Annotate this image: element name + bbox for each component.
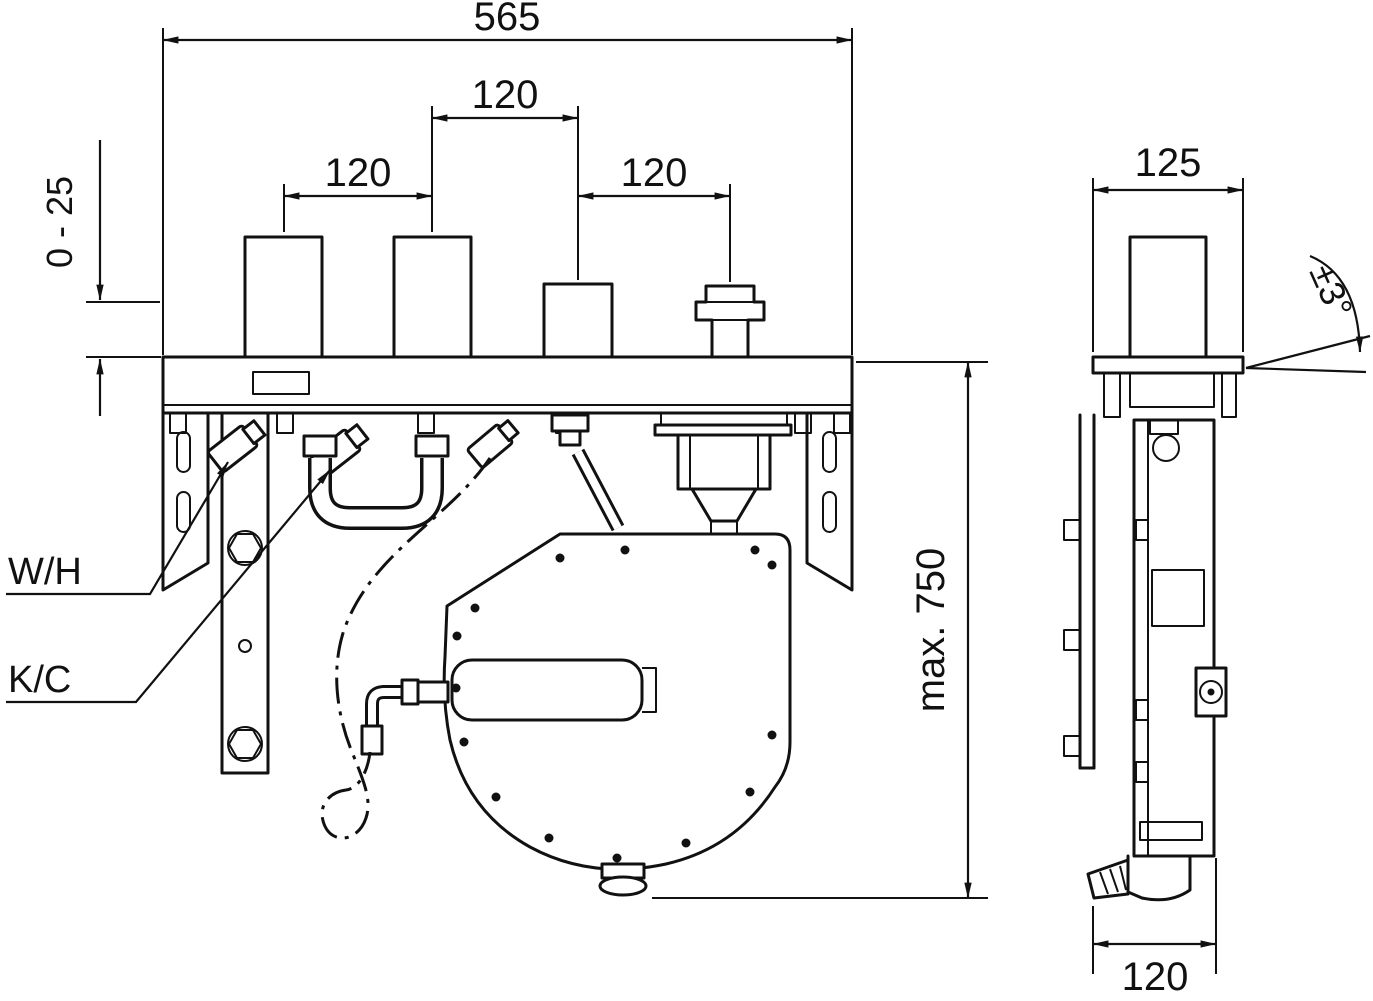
front-elbow-connector [360, 678, 450, 756]
front-mounting-plate [161, 355, 854, 415]
front-flexible-hose [320, 457, 492, 840]
dim-side-depth-label: 120 [1122, 955, 1189, 999]
dim-total-width-label: 565 [474, 0, 541, 39]
front-right-bracket [805, 411, 854, 592]
dim-max-depth: max. 750 [652, 361, 988, 899]
dim-total-width: 565 [162, 0, 853, 355]
dim-tilt-angle: ±3° [1245, 254, 1371, 374]
side-housing-body [1132, 418, 1228, 858]
pillar-4-push-fitting [694, 284, 766, 359]
dim-spacing-right-label: 120 [621, 151, 688, 195]
dim-spacing-left-label: 120 [325, 151, 392, 195]
dim-max-depth-label: max. 750 [909, 548, 953, 713]
dim-spacing-mid: 120 [431, 73, 579, 280]
side-wall-strap [1063, 413, 1096, 770]
warm-label: W/H [8, 551, 82, 593]
front-hose-fitting [466, 419, 520, 469]
callout-warm: W/H [6, 461, 229, 596]
dim-spacing-right: 120 [577, 151, 731, 282]
cold-label: K/C [8, 659, 71, 701]
front-u-pipe [302, 434, 450, 530]
front-housing-body [442, 532, 792, 897]
front-valve-fitting [550, 413, 625, 532]
front-support-strap [220, 411, 270, 775]
dim-side-depth: 120 [1092, 858, 1217, 999]
side-mounting-plate [1091, 355, 1245, 418]
dim-height-adjust: 0 - 25 [39, 140, 161, 416]
dim-side-width: 125 [1092, 141, 1244, 352]
front-warm-valve [206, 419, 267, 473]
dim-height-adjust-label: 0 - 25 [39, 176, 80, 268]
callout-cold: K/C [6, 469, 331, 704]
dim-side-width-label: 125 [1135, 141, 1202, 185]
dim-spacing-mid-label: 120 [472, 73, 539, 117]
tilt-angle-label: ±3° [1302, 258, 1361, 324]
side-tap-pillar [1128, 235, 1208, 359]
pillar-1 [243, 235, 324, 359]
dim-spacing-left: 120 [283, 151, 433, 232]
pillar-2 [392, 235, 473, 359]
pillar-3 [542, 282, 614, 359]
front-left-bracket [161, 411, 210, 592]
housing-label-plate [450, 658, 644, 722]
front-tap-pillars [243, 235, 766, 359]
front-flush-valve [653, 413, 793, 535]
side-drain-elbow [1086, 854, 1192, 902]
